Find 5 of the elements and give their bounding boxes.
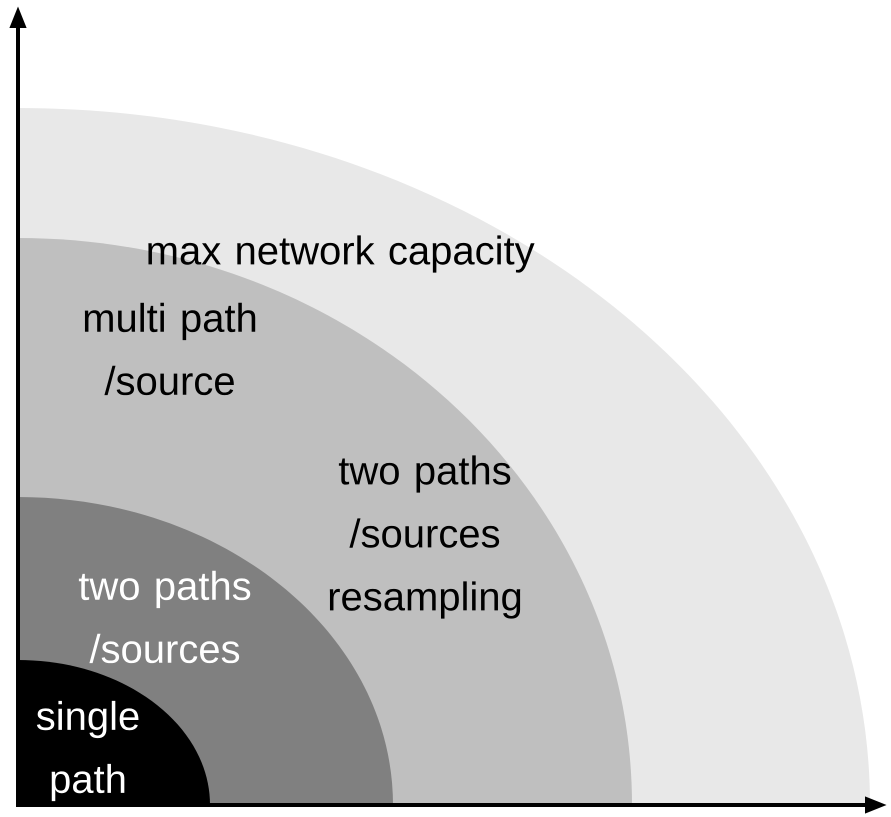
region-label: multi path /source — [84, 302, 256, 396]
region-label: two paths /sources — [78, 570, 250, 664]
region-label: two paths /sources resampling — [330, 455, 520, 619]
region-label: max network capacity — [148, 235, 535, 273]
region-label: single path — [36, 700, 138, 802]
